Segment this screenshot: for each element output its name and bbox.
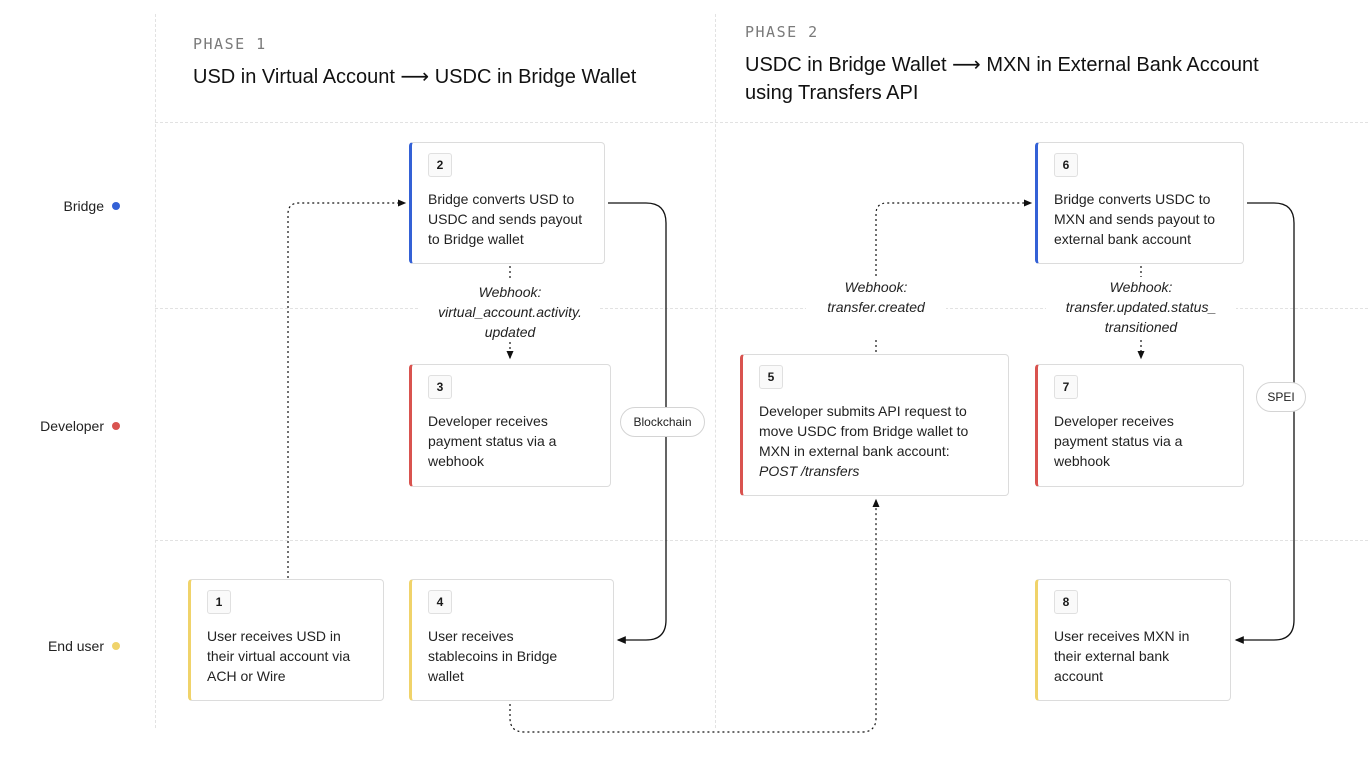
step-card-3: 3 Developer receives payment status via … [409, 364, 611, 487]
step-1-line-2: their virtual account via [207, 648, 351, 664]
rail-pill-blockchain: Blockchain [620, 407, 705, 437]
step-description: Developer receives payment status via a … [1054, 411, 1227, 471]
step-4-line-2: stablecoins in Bridge [428, 648, 558, 664]
phase-2-title-line-1: USDC in Bridge Wallet ⟶ MXN in External … [745, 54, 1259, 76]
step-number: 8 [1054, 590, 1078, 614]
webhook-3-line-1: Webhook: [1109, 279, 1173, 295]
connector-6-to-8-spei [1234, 202, 1295, 644]
step-description: User receives MXN in their external bank… [1054, 626, 1214, 686]
phase-1-label: PHASE 1 [193, 35, 267, 53]
webhook-2-line-1: Webhook: [844, 279, 908, 295]
step-4-line-1: User receives [428, 628, 514, 644]
step-8-line-1: User receives MXN in [1054, 628, 1190, 644]
step-number: 7 [1054, 375, 1078, 399]
step-number: 2 [428, 153, 452, 177]
step-3-line-2: payment status via a [428, 433, 557, 449]
step-card-5: 5 Developer submits API request to move … [740, 354, 1009, 496]
connector-4-to-5 [509, 498, 880, 733]
webhook-label-transfer-updated: Webhook: transfer.updated.status_ transi… [1046, 277, 1236, 337]
step-card-2: 2 Bridge converts USD to USDC and sends … [409, 142, 605, 264]
grid-divider-lanes [155, 14, 156, 728]
step-4-line-3: wallet [428, 668, 464, 684]
step-number: 5 [759, 365, 783, 389]
grid-divider-bridge-developer [155, 308, 1368, 309]
lane-label-end-user: End user [47, 638, 104, 654]
webhook-label-transfer-created: Webhook: transfer.created [806, 277, 946, 317]
step-7-line-2: payment status via a [1054, 433, 1183, 449]
step-7-line-1: Developer receives [1054, 413, 1174, 429]
lane-dot-developer [112, 422, 120, 430]
lane-label-bridge: Bridge [63, 198, 104, 214]
webhook-3-line-2: transfer.updated.status_ [1065, 299, 1217, 315]
step-3-line-1: Developer receives [428, 413, 548, 429]
step-number: 1 [207, 590, 231, 614]
webhook-label-virtual-account-activity: Webhook: virtual_account.activity. updat… [420, 282, 600, 342]
step-6-line-2: MXN and sends payout to [1054, 211, 1216, 227]
step-8-line-2: their external bank [1054, 648, 1170, 664]
step-2-line-2: USDC and sends payout [428, 211, 583, 227]
step-3-line-3: webhook [428, 453, 485, 469]
phase-2-title: USDC in Bridge Wallet ⟶ MXN in External … [745, 51, 1345, 107]
step-card-7: 7 Developer receives payment status via … [1035, 364, 1244, 487]
step-number: 6 [1054, 153, 1078, 177]
step-6-line-1: Bridge converts USDC to [1054, 191, 1211, 207]
step-2-line-1: Bridge converts USD to [428, 191, 575, 207]
phase-2-label: PHASE 2 [745, 23, 819, 41]
grid-divider-header [155, 122, 1368, 123]
step-card-6: 6 Bridge converts USDC to MXN and sends … [1035, 142, 1244, 264]
grid-divider-phases [715, 14, 716, 728]
step-5-line-1: Developer submits API request to [759, 403, 967, 419]
step-8-line-3: account [1054, 668, 1104, 684]
step-1-line-1: User receives USD in [207, 628, 341, 644]
step-5-line-3: MXN in external bank account: [759, 443, 950, 459]
step-description: Bridge converts USD to USDC and sends pa… [428, 189, 588, 249]
step-7-line-3: webhook [1054, 453, 1111, 469]
step-description: User receives USD in their virtual accou… [207, 626, 367, 686]
step-card-4: 4 User receives stablecoins in Bridge wa… [409, 579, 614, 701]
webhook-1-line-2: virtual_account.activity. [438, 304, 582, 320]
step-number: 4 [428, 590, 452, 614]
lane-dot-bridge [112, 202, 120, 210]
step-1-line-3: ACH or Wire [207, 668, 286, 684]
rail-pill-spei: SPEI [1256, 382, 1306, 412]
step-description: User receives stablecoins in Bridge wall… [428, 626, 597, 686]
webhook-1-line-1: Webhook: [478, 284, 542, 300]
webhook-2-line-2: transfer.created [827, 299, 925, 315]
grid-divider-developer-enduser [155, 540, 1368, 541]
lane-label-developer: Developer [40, 418, 104, 434]
step-description: Developer submits API request to move US… [759, 401, 992, 481]
step-card-8: 8 User receives MXN in their external ba… [1035, 579, 1231, 701]
step-5-line-2: move USDC from Bridge wallet to [759, 423, 969, 439]
phase-2-title-line-2: using Transfers API [745, 82, 919, 104]
step-number: 3 [428, 375, 452, 399]
step-6-line-3: external bank account [1054, 231, 1191, 247]
webhook-3-line-3: transitioned [1104, 319, 1178, 335]
lane-dot-end-user [112, 642, 120, 650]
connector-webhook-2-to-6 [875, 199, 1033, 276]
step-5-api-endpoint: POST /transfers [759, 463, 860, 479]
connector-1-to-2 [287, 199, 407, 578]
step-description: Developer receives payment status via a … [428, 411, 594, 471]
step-description: Bridge converts USDC to MXN and sends pa… [1054, 189, 1227, 249]
phase-1-title: USD in Virtual Account ⟶ USDC in Bridge … [193, 66, 637, 88]
webhook-1-line-3: updated [484, 324, 536, 340]
step-card-1: 1 User receives USD in their virtual acc… [188, 579, 384, 701]
step-2-line-3: to Bridge wallet [428, 231, 524, 247]
